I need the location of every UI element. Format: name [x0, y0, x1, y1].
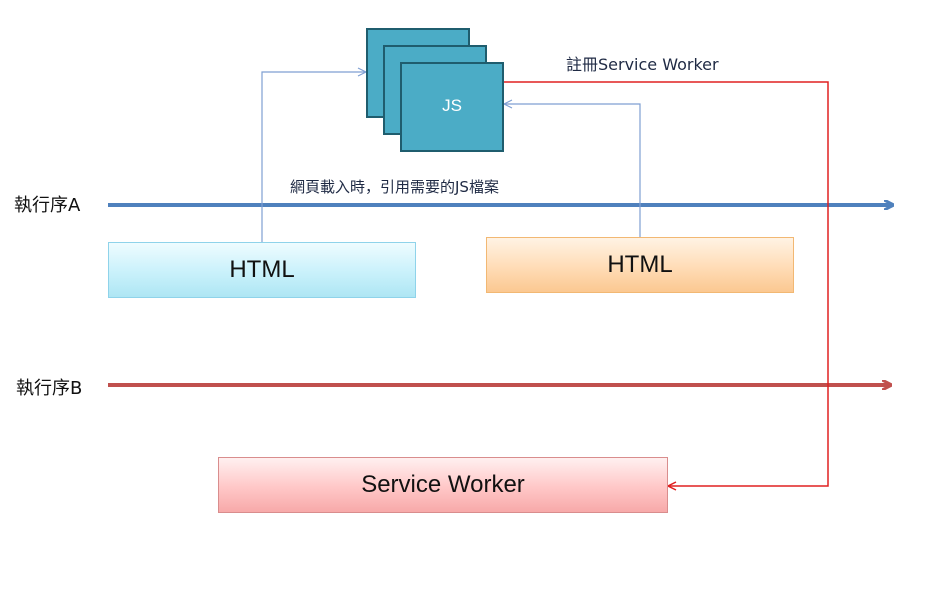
html-box-thread-a: HTML [108, 242, 416, 298]
caption-load-js: 網頁載入時，引用需要的JS檔案 [290, 178, 499, 196]
js-file-card-front [400, 62, 504, 152]
caption-register-service-worker: 註冊Service Worker [566, 55, 719, 74]
html-box-thread-a-second: HTML [486, 237, 794, 293]
connector-html-b-to-js [504, 104, 641, 237]
register-service-worker-line [504, 81, 829, 486]
js-file-label: JS [442, 96, 462, 115]
thread-a-label: 執行序A [14, 195, 81, 216]
service-worker-box: Service Worker [218, 457, 668, 513]
connector-html-a-to-js [261, 72, 366, 242]
thread-b-label: 執行序B [16, 378, 83, 399]
